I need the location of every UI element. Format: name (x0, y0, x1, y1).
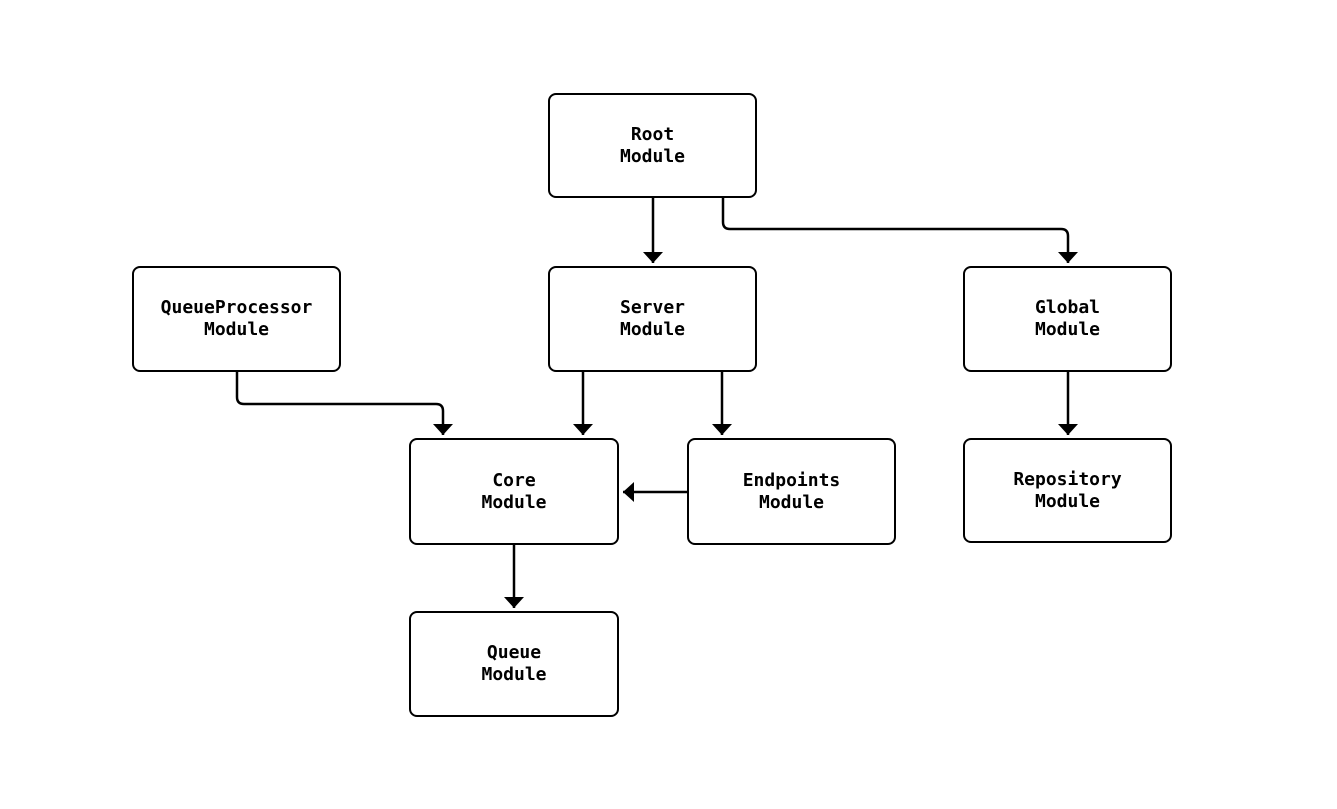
edge-queueprocessor-to-core (235, 372, 453, 435)
node-label-line: Module (758, 491, 825, 513)
node-label-line: Module (1034, 319, 1101, 340)
node-label-line: Module (481, 491, 547, 513)
node-label-line: Queue (486, 642, 542, 663)
node-label-line: Module (481, 664, 547, 685)
node-label-line: Module (1034, 490, 1101, 512)
node-label-line: Module (619, 319, 686, 340)
node-label-line: Root (630, 123, 675, 145)
edge-root-to-global (721, 198, 1078, 263)
node-label-line: Core (492, 469, 536, 491)
node-label-line: Endpoints (742, 469, 841, 491)
node-label-line: Server (619, 297, 686, 318)
node-label-line: Module (619, 145, 686, 167)
node-label-line: QueueProcessor (160, 297, 313, 318)
node-label-line: Global (1034, 297, 1101, 318)
node-label-line: Repository (1013, 468, 1122, 490)
node-label-line: Module (203, 319, 270, 340)
